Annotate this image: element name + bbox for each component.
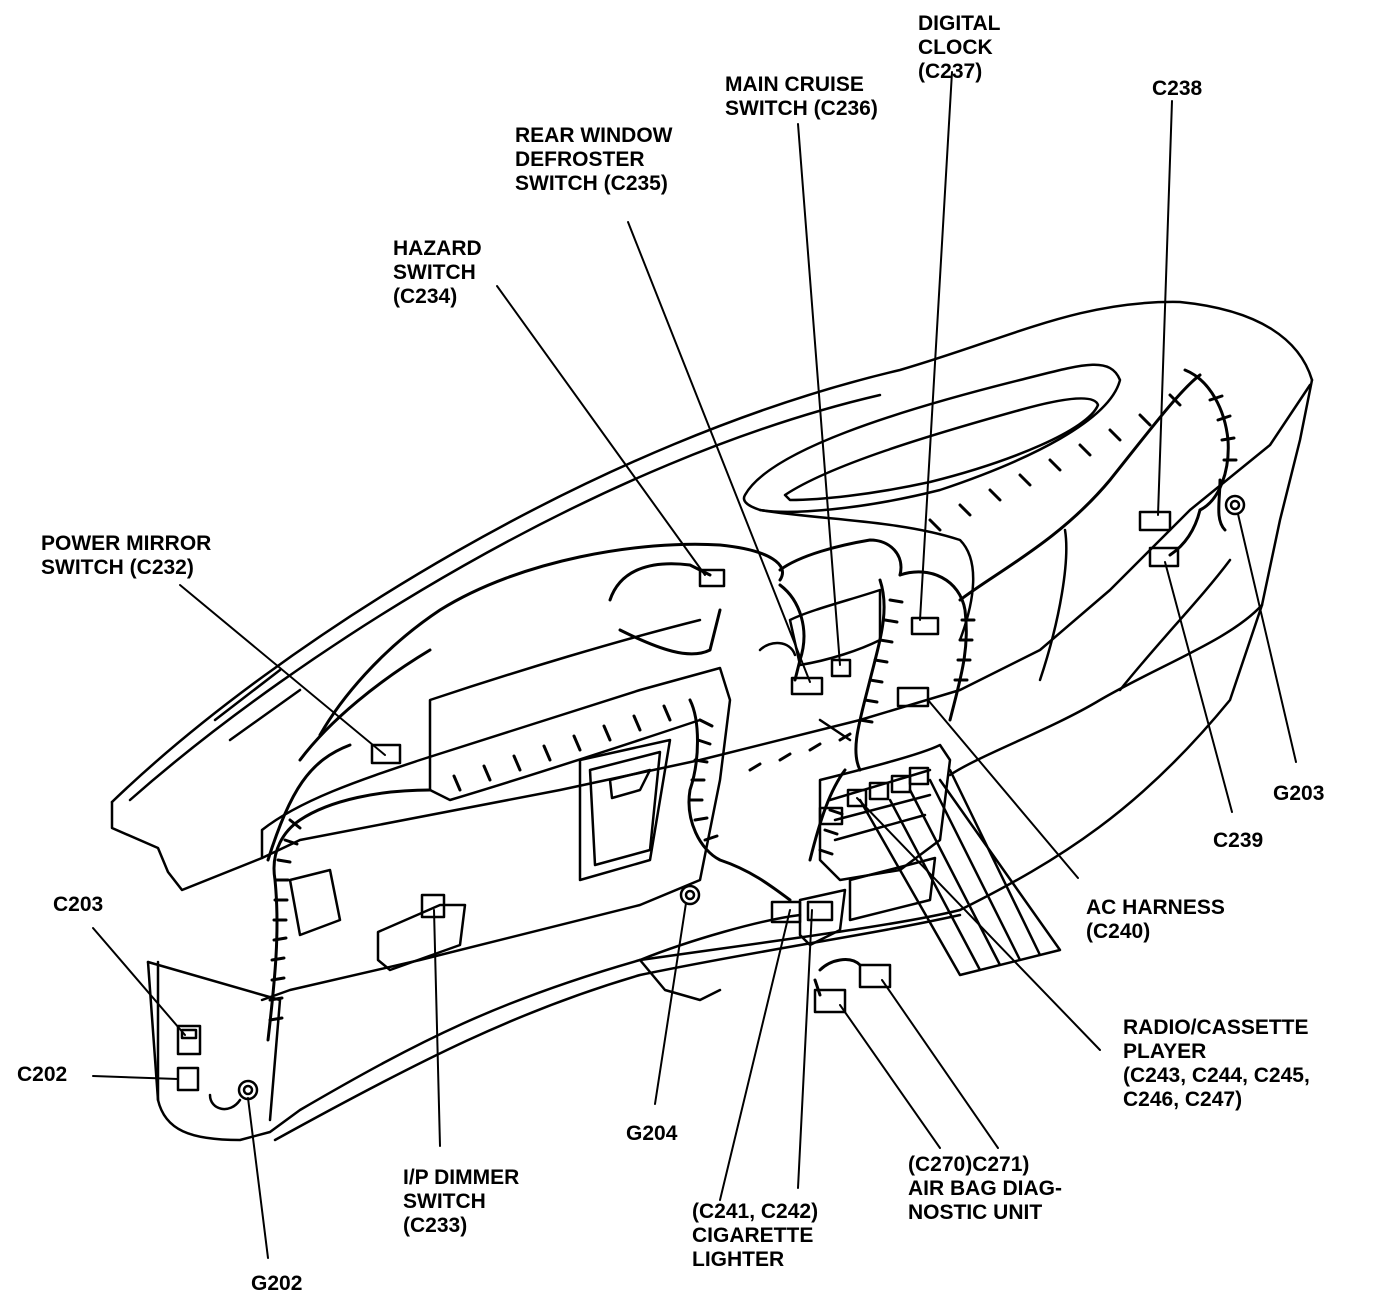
center-console-area [260, 588, 1062, 1002]
instrument-cluster-hood [742, 363, 1122, 642]
label-g202: G202 [251, 1272, 303, 1295]
wiring-harness [266, 368, 1238, 1042]
connectors [176, 494, 1246, 1111]
label-c203: C203 [53, 893, 104, 916]
label-ac-harness: AC HARNESS(C240) [1086, 896, 1225, 943]
label-air-bag-diagnostic-unit: (C270)C271)AIR BAG DIAG-NOSTIC UNIT [908, 1153, 1062, 1224]
label-c238: C238 [1152, 77, 1203, 100]
dashboard-outline [110, 300, 1314, 1142]
label-c202: C202 [17, 1063, 68, 1086]
label-g204: G204 [626, 1122, 678, 1145]
leader-lines [92, 71, 1297, 1259]
label-g203: G203 [1273, 782, 1325, 805]
label-c239: C239 [1213, 829, 1264, 852]
